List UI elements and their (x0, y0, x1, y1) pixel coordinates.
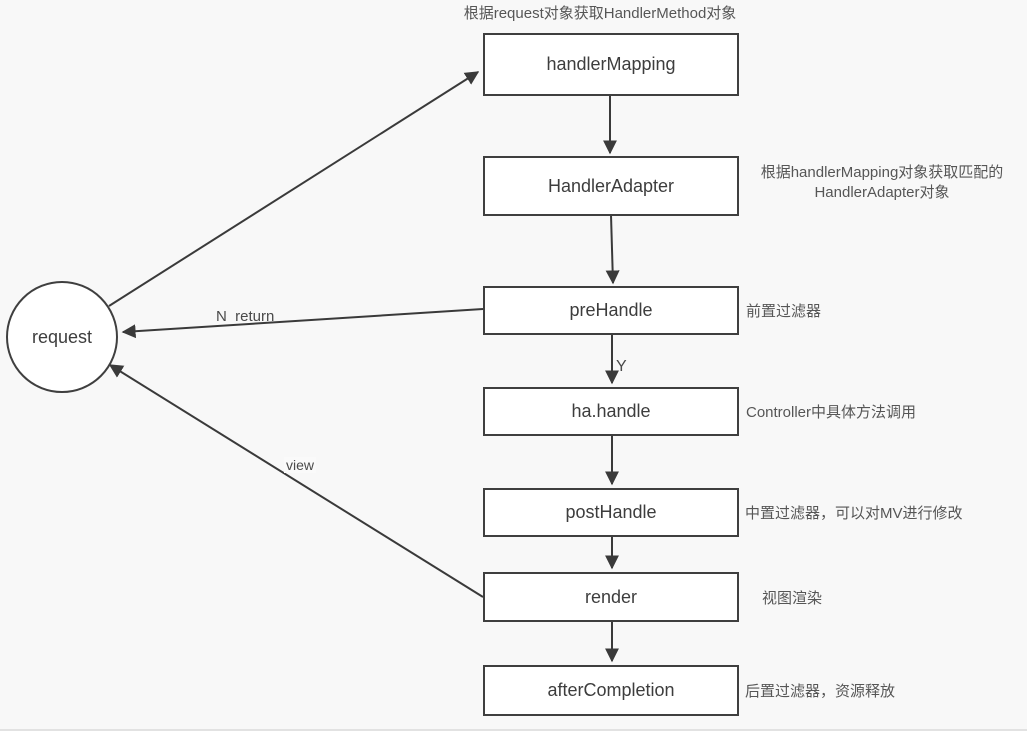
annotation-posthandle: 中置过滤器，可以对MV进行修改 (745, 505, 963, 522)
edge-handleradapter-to-prehandle (605, 214, 620, 285)
node-hahandle: ha.handle (483, 387, 739, 436)
edge-label-view: view (284, 457, 317, 473)
node-posthandle-label: postHandle (565, 502, 657, 522)
edge-label-n-return: N return (216, 308, 275, 325)
node-request-label: request (31, 326, 93, 347)
node-request: request (6, 281, 118, 393)
node-prehandle: preHandle (483, 286, 739, 335)
node-render: render (483, 572, 739, 622)
edge-label-y: Y (616, 358, 627, 375)
annotation-hahandle: Controller中具体方法调用 (746, 404, 917, 421)
node-aftercompletion: afterCompletion (483, 665, 739, 716)
node-aftercompletion-label: afterCompletion (547, 680, 675, 700)
node-handlermapping: handlerMapping (483, 33, 739, 96)
annotation-aftercompletion: 后置过滤器，资源释放 (745, 683, 896, 700)
node-prehandle-label: preHandle (569, 300, 653, 320)
annotation-handlermapping: 根据request对象获取HandlerMethod对象 (463, 5, 737, 22)
node-handleradapter: HandlerAdapter (483, 156, 739, 216)
edge-render-to-request-view (108, 364, 484, 598)
node-posthandle: postHandle (483, 488, 739, 537)
edge-prehandle-to-request-n-return (121, 308, 484, 339)
annotation-handleradapter: 根据handlerMapping对象获取匹配的 HandlerAdapter对象 (760, 164, 1004, 201)
node-render-label: render (584, 586, 638, 607)
node-hahandle-label: ha.handle (571, 401, 651, 421)
node-handlermapping-label: handlerMapping (546, 54, 676, 74)
node-handleradapter-label: HandlerAdapter (547, 175, 675, 196)
edge-request-to-handlermapping (108, 71, 480, 307)
annotation-render: 视图渲染 (762, 590, 823, 607)
annotation-prehandle: 前置过滤器 (746, 303, 822, 320)
